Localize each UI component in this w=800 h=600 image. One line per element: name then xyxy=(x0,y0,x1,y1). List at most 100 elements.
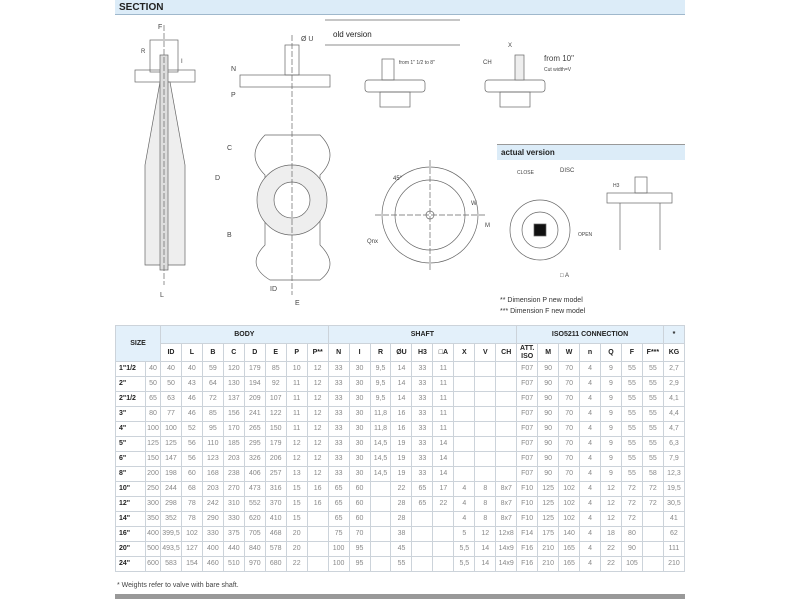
value-cell: 11,8 xyxy=(369,421,392,437)
value-cell: 33 xyxy=(327,466,350,482)
value-cell: 70 xyxy=(558,361,581,377)
value-cell xyxy=(474,361,497,377)
weight-group-header: * xyxy=(662,325,686,344)
value-cell: 150 xyxy=(264,421,287,437)
column-header: Q xyxy=(600,343,622,362)
value-cell: 72 xyxy=(201,391,224,407)
value-cell: 95 xyxy=(348,556,371,572)
value-cell: 140 xyxy=(558,526,581,542)
value-cell: 56 xyxy=(180,451,203,467)
value-cell: 78 xyxy=(180,496,203,512)
value-cell: 14 xyxy=(390,376,413,392)
value-cell xyxy=(453,361,476,377)
value-cell xyxy=(495,421,518,437)
value-cell xyxy=(369,496,392,512)
value-cell: 12 xyxy=(306,436,329,452)
shaft-group-header: SHAFT xyxy=(327,325,518,344)
value-cell xyxy=(369,511,392,527)
value-cell: 70 xyxy=(558,376,581,392)
value-cell: 7,9 xyxy=(662,451,686,467)
value-cell: 55 xyxy=(641,436,664,452)
value-cell: 11,8 xyxy=(369,406,392,422)
size-mm-cell: 500 xyxy=(145,541,161,557)
value-cell: 4 xyxy=(579,496,602,512)
value-cell: 242 xyxy=(201,496,224,512)
value-cell: 9,5 xyxy=(369,361,392,377)
size-inch-cell: 10" xyxy=(115,481,146,497)
value-cell: 22 xyxy=(285,556,308,572)
size-mm-cell: 150 xyxy=(145,451,161,467)
column-header: B xyxy=(201,343,224,362)
value-cell: 22 xyxy=(600,541,622,557)
value-cell: 55 xyxy=(641,406,664,422)
value-cell: 19 xyxy=(390,466,413,482)
value-cell: 14 xyxy=(474,556,497,572)
value-cell: 62 xyxy=(662,526,686,542)
value-cell: 33 xyxy=(411,451,434,467)
value-cell: 70 xyxy=(558,421,581,437)
value-cell: 14,5 xyxy=(369,436,392,452)
value-cell: 40 xyxy=(180,361,203,377)
value-cell: 460 xyxy=(201,556,224,572)
size-mm-cell: 300 xyxy=(145,496,161,512)
value-cell xyxy=(411,556,434,572)
value-cell: 194 xyxy=(243,376,266,392)
value-cell: 16 xyxy=(306,496,329,512)
value-cell: 11 xyxy=(285,376,308,392)
value-cell: 33 xyxy=(327,406,350,422)
size-inch-cell: 12" xyxy=(115,496,146,512)
value-cell: 510 xyxy=(222,556,245,572)
dim-e: E xyxy=(295,300,300,307)
value-cell: 9 xyxy=(600,466,622,482)
value-cell xyxy=(453,436,476,452)
value-cell xyxy=(306,556,329,572)
value-cell xyxy=(306,541,329,557)
value-cell: F10 xyxy=(516,481,539,497)
column-header: ØU xyxy=(390,343,413,362)
value-cell: 9,5 xyxy=(369,391,392,407)
value-cell xyxy=(474,406,497,422)
dim-l: L xyxy=(160,292,164,299)
column-header: ID xyxy=(160,343,182,362)
value-cell: 4 xyxy=(579,511,602,527)
value-cell xyxy=(495,406,518,422)
value-cell xyxy=(474,376,497,392)
value-cell: 102 xyxy=(558,511,581,527)
value-cell: 265 xyxy=(243,421,266,437)
value-cell: 17 xyxy=(432,481,455,497)
value-cell: 4 xyxy=(579,526,602,542)
value-cell: 12x8 xyxy=(495,526,518,542)
dim-ch: CH xyxy=(483,60,492,66)
section-title: SECTION xyxy=(119,2,164,13)
value-cell: 16 xyxy=(390,406,413,422)
column-header: P xyxy=(285,343,308,362)
label-open: OPEN xyxy=(578,232,593,238)
actual-version-label: actual version xyxy=(497,144,685,160)
value-cell: 468 xyxy=(264,526,287,542)
value-cell xyxy=(432,556,455,572)
value-cell: 90 xyxy=(537,376,560,392)
dim-angle: 45° xyxy=(393,176,403,182)
size-mm-cell: 250 xyxy=(145,481,161,497)
value-cell: 125 xyxy=(537,481,560,497)
value-cell: 55 xyxy=(620,466,643,482)
value-cell: 16 xyxy=(390,421,413,437)
value-cell: 11 xyxy=(285,391,308,407)
column-header: V xyxy=(474,343,497,362)
value-cell: 326 xyxy=(243,451,266,467)
body-group-header: BODY xyxy=(160,325,329,344)
value-cell xyxy=(369,481,392,497)
value-cell: 14 xyxy=(474,541,497,557)
value-cell: 12 xyxy=(306,406,329,422)
size-mm-cell: 80 xyxy=(145,406,161,422)
value-cell: 70 xyxy=(558,391,581,407)
value-cell: 55 xyxy=(641,451,664,467)
value-cell: 60 xyxy=(348,496,371,512)
value-cell: 4 xyxy=(579,556,602,572)
value-cell: 33 xyxy=(411,421,434,437)
value-cell: 12 xyxy=(306,376,329,392)
technical-drawing: F R I L N P C D B ID E Ø U from 1" 1/2 t… xyxy=(134,19,673,307)
